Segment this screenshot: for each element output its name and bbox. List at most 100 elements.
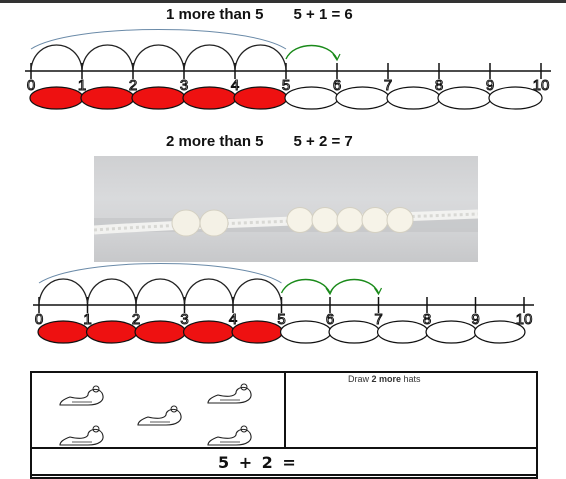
jump-arc — [183, 44, 236, 70]
photo-bead — [286, 207, 314, 233]
caption-equation: 5 + 2 = 7 — [293, 133, 353, 150]
tick-label: 0 — [27, 77, 35, 94]
hat-pompom — [240, 425, 248, 433]
hat-outline — [207, 386, 252, 404]
hat-pompom — [92, 385, 100, 393]
caption-2-more-than-5: 2 more than 5 5 + 2 = 7 — [166, 133, 353, 150]
red-bead — [182, 320, 235, 344]
caption-equation: 5 + 1 = 6 — [293, 6, 353, 23]
white-bead — [488, 86, 543, 110]
draw-hats-instruction: Draw 2 more hats — [348, 374, 421, 384]
hat-pompom — [170, 405, 178, 413]
tick-label: 8 — [423, 311, 431, 328]
white-bead — [437, 86, 492, 110]
jump-arc — [234, 44, 287, 70]
hat-outline — [59, 388, 104, 406]
tick-label: 9 — [486, 77, 494, 94]
white-bead — [386, 86, 441, 110]
tick-label: 3 — [180, 311, 188, 328]
photo-bead — [361, 207, 389, 233]
added-jump-arrowhead — [332, 53, 341, 62]
jump-arc — [86, 278, 137, 304]
bead-string-illustration — [93, 207, 479, 237]
hat-drawing — [59, 385, 104, 406]
red-bead — [29, 86, 84, 110]
photo-bead — [386, 207, 414, 233]
bead-string-photo — [93, 156, 479, 262]
hat-outline — [207, 428, 252, 446]
added-jump-arc — [280, 278, 331, 294]
white-bead — [376, 320, 429, 344]
tick-label: 8 — [435, 77, 443, 94]
tick-label: 7 — [374, 311, 382, 328]
tick-label: 4 — [231, 77, 239, 94]
tick-label: 6 — [333, 77, 341, 94]
worksheet-divider — [284, 371, 286, 449]
number-line-1: 0 1 2 3 4 5 6 7 8 9 10 — [25, 29, 551, 110]
worksheet-row-line — [30, 447, 538, 449]
span-arc — [30, 29, 287, 50]
caption-text: 2 more than 5 — [166, 133, 264, 150]
tick-label: 5 — [282, 77, 290, 94]
hat-outline — [137, 408, 182, 426]
tick-label: 9 — [471, 311, 479, 328]
instruction-suffix: hats — [401, 374, 421, 384]
jump-arc — [132, 44, 185, 70]
tick-label: 1 — [78, 77, 86, 94]
instruction-prefix: Draw — [348, 374, 372, 384]
tick-label: 1 — [83, 311, 91, 328]
white-bead — [328, 320, 381, 344]
hat-drawing — [137, 405, 182, 426]
red-bead — [85, 320, 138, 344]
hat-outline — [59, 428, 104, 446]
hat-drawing — [59, 425, 104, 446]
added-jump-arrowhead — [374, 287, 383, 296]
red-bead — [37, 320, 90, 344]
hat-pompom — [92, 425, 100, 433]
tick-label: 4 — [229, 311, 237, 328]
tick-label: 2 — [129, 77, 137, 94]
jump-arc — [38, 278, 89, 304]
hat-pompom — [240, 383, 248, 391]
tick-label: 10 — [516, 311, 533, 328]
caption-text: 1 more than 5 — [166, 6, 264, 23]
top-border — [0, 0, 566, 3]
jump-arc — [232, 278, 283, 304]
tick-label: 0 — [35, 311, 43, 328]
span-arc — [38, 263, 282, 284]
jump-arc — [135, 278, 186, 304]
white-bead — [335, 86, 390, 110]
tick-label: 5 — [277, 311, 285, 328]
red-bead — [233, 86, 288, 110]
worksheet-row-line-bottom — [30, 474, 538, 476]
photo-bead — [336, 207, 364, 233]
tick-label: 3 — [180, 77, 188, 94]
caption-1-more-than-5: 1 more than 5 5 + 1 = 6 — [166, 6, 353, 23]
jump-arc — [183, 278, 234, 304]
photo-bead — [311, 207, 339, 233]
red-bead — [231, 320, 284, 344]
white-bead — [284, 86, 339, 110]
hat-drawing — [207, 425, 252, 446]
instruction-bold: 2 more — [371, 374, 402, 384]
jump-arc — [81, 44, 134, 70]
white-bead — [473, 320, 526, 344]
white-bead — [425, 320, 478, 344]
added-jump-arc — [285, 44, 338, 60]
worksheet-table: Draw 2 more hats 5 + 2 = — [30, 371, 538, 479]
tick-label: 10 — [533, 77, 550, 94]
red-bead — [182, 86, 237, 110]
red-bead — [131, 86, 186, 110]
red-bead — [80, 86, 135, 110]
tick-label: 7 — [384, 77, 392, 94]
photo-bead — [171, 209, 201, 237]
red-bead — [134, 320, 187, 344]
added-jump-arc — [329, 278, 380, 294]
white-bead — [279, 320, 332, 344]
photo-bead — [199, 209, 229, 237]
jump-arc — [30, 44, 83, 70]
worksheet-equation: 5 + 2 = — [218, 453, 298, 472]
tick-label: 2 — [132, 311, 140, 328]
hat-drawing — [207, 383, 252, 404]
